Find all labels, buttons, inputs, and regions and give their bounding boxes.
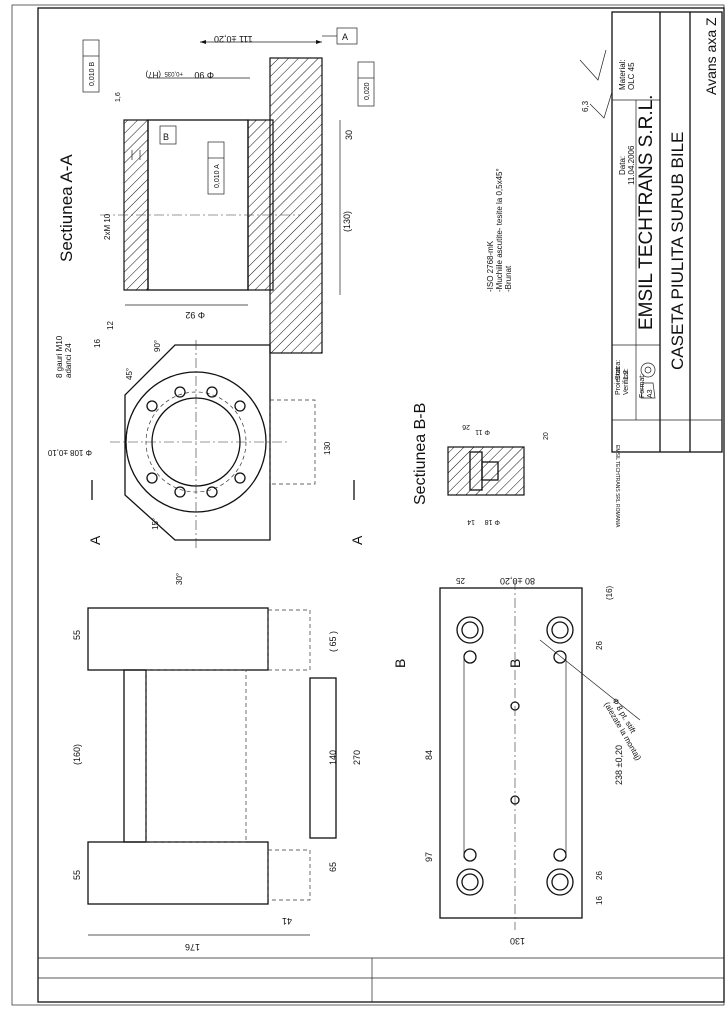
title-block: EMSIL TECHTRANS S.R.L. CASETA PIULITA SU… — [611, 11, 723, 528]
angle-90: 90° — [153, 340, 162, 352]
section-label-b-left: B — [392, 659, 408, 668]
company-name: EMSIL TECHTRANS S.R.L. — [636, 95, 657, 330]
dim-25: 25 — [456, 576, 465, 585]
dim-55-top: 55 — [72, 630, 82, 640]
dim-130: (130) — [342, 211, 352, 232]
angle-45: 45° — [125, 368, 134, 380]
drawing-frame — [11, 4, 725, 1006]
svg-text:0,010 B: 0,010 B — [89, 62, 96, 86]
dim-30: 30 — [344, 130, 354, 140]
dim-84: 84 — [424, 750, 434, 760]
note-iso: -ISO 2768-mK — [486, 240, 495, 292]
dim-26-a: 26 — [595, 641, 604, 650]
format-value: A3 — [647, 389, 654, 398]
section-a-a: Sectiunea A-A 111 ±0,20 Φ 90 +0,035 (H7)… — [57, 27, 375, 354]
material-label: Material: — [618, 59, 627, 90]
dim-26-b: 26 — [595, 871, 604, 880]
tolerance-frame-runout: 0,010 B — [82, 39, 100, 93]
dim-65-b: 65 — [328, 862, 338, 872]
dim-140: 140 — [328, 750, 338, 765]
dim-phi108: Φ 108 ±0,10 — [47, 448, 92, 457]
dim-16-b: (16) — [605, 585, 614, 600]
dim-238: 238 ±0,20 — [614, 745, 624, 785]
dim-41: 41 — [282, 916, 292, 926]
svg-text:A: A — [342, 32, 348, 42]
dim-270: 270 — [352, 750, 362, 765]
surface-finish-symbol: 6,3 — [579, 49, 613, 119]
svg-text:(H7): (H7) — [145, 70, 161, 79]
body-section — [247, 119, 274, 291]
part-name: CASETA PIULITA SURUB BILE — [668, 132, 687, 370]
datum-b-box: B — [159, 125, 177, 145]
svg-text:+0,035: +0,035 — [164, 70, 183, 76]
dim-55-bottom: 55 — [72, 870, 82, 880]
svg-text:26: 26 — [462, 423, 470, 430]
angle-30: 30° — [175, 573, 184, 585]
dim-65-a: ( 65 ) — [328, 631, 338, 652]
svg-text:6,3: 6,3 — [581, 100, 590, 112]
svg-text:B: B — [163, 132, 169, 142]
projection-symbol-circle — [640, 362, 656, 378]
holes-note-2: adanci 24 — [64, 343, 73, 378]
general-notes: -ISO 2768-mK -Muchiile ascutite- tesite … — [486, 168, 513, 292]
note-chamfer: -Muchiile ascutite- tesite la 0,5x45° — [495, 168, 504, 292]
roughness-1: 1,6 — [115, 92, 122, 102]
dim-12: 12 — [106, 321, 115, 330]
dim-176: 176 — [185, 942, 200, 952]
svg-text:Φ 18: Φ 18 — [485, 518, 500, 525]
dim-16: 16 — [93, 339, 102, 348]
dim-2m10: 2xM 10 — [103, 213, 112, 240]
projection-symbol-cone — [640, 382, 656, 399]
dim-130-top: 130 — [510, 936, 525, 946]
top-view: 80 ±0,20 25 (16) 26 84 97 26 16 238 ±0,2… — [392, 576, 643, 946]
section-label-a-bottom: A — [349, 535, 365, 545]
front-view-flange: 8 gauri M10 adanci 24 Φ 108 ±0,10 90° 45… — [47, 335, 365, 585]
tolerance-frame-flatness: 0,020 — [357, 61, 375, 107]
material-value: OLC 45 — [627, 62, 636, 90]
datum-a-box: A — [322, 27, 358, 45]
tolerance-frame-parallel: 0,010 A — [207, 141, 225, 195]
section-label-b-mid: B — [507, 659, 523, 668]
svg-text:0,010 A: 0,010 A — [214, 164, 221, 188]
date-value: 11.04.2006 — [627, 145, 636, 185]
note-finish: -Brunat — [504, 265, 513, 292]
scale-label: Scara: — [615, 360, 622, 380]
dim-111: 111 ±0,20 — [214, 34, 253, 44]
dim-97: 97 — [424, 852, 434, 862]
side-view: 55 55 (160) ( 65 ) 140 65 270 176 41 — [72, 607, 362, 952]
svg-text:14: 14 — [467, 518, 475, 525]
svg-text:20: 20 — [543, 432, 550, 440]
holes-note-1: 8 gauri M10 — [55, 335, 64, 378]
designed-label: Proiectat: — [615, 365, 622, 395]
flange-section — [269, 57, 323, 354]
section-bb-title: Sectiunea B-B — [412, 403, 429, 505]
dim-16-c: 16 — [595, 896, 604, 905]
dim-80: 80 ±0,20 — [500, 576, 535, 586]
section-label-a-top: A — [87, 535, 103, 545]
assembly-name: Avans axa Z — [703, 17, 719, 95]
date-label: Data: — [618, 156, 627, 175]
dim-phi92: Φ 92 — [185, 310, 205, 320]
dim-160: (160) — [72, 744, 82, 765]
svg-text:0,020: 0,020 — [364, 82, 371, 100]
angle-15: 15° — [151, 518, 160, 530]
dim-phi90: Φ 90 — [194, 70, 214, 80]
section-b-b: Sectiunea B-B 26 Φ 11 20 Φ 18 14 — [412, 403, 550, 525]
scale-value: 1:2 — [623, 370, 630, 380]
section-aa-title: Sectiunea A-A — [57, 154, 76, 262]
copyright-line: EMSIL TECHTRANS SRL ROMANIA — [614, 445, 620, 528]
wall-section — [123, 119, 149, 291]
dim-130-front: 130 — [323, 441, 332, 455]
verified-label: Verificat: — [623, 368, 630, 395]
svg-text:Φ 11: Φ 11 — [475, 428, 490, 435]
